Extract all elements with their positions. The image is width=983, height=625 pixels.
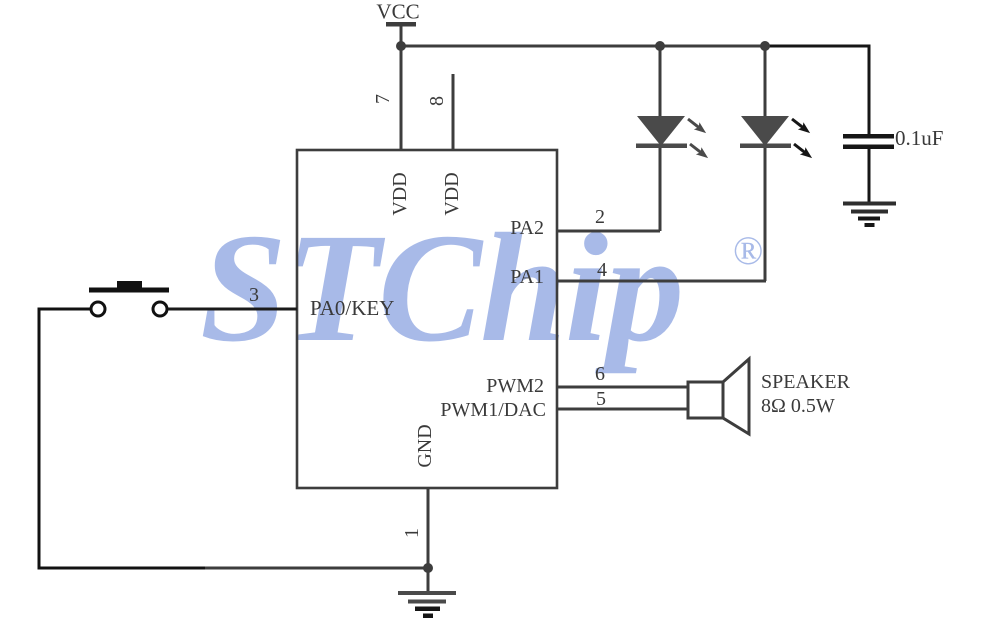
led2	[740, 46, 813, 281]
ic-pin-name-pa1: PA1	[510, 266, 544, 288]
ic-pin-name-vdd2: VDD	[441, 172, 463, 216]
ic-pin-name-gnd: GND	[414, 424, 436, 468]
capacitor-value-label: 0.1uF	[895, 126, 944, 150]
led1-emission-arrow-icon	[689, 142, 709, 159]
pin1-number: 1	[401, 528, 423, 538]
ic-pin-name-pa2: PA2	[510, 217, 544, 239]
ic-pin-name-pwm2: PWM2	[486, 375, 544, 397]
button-ground-loop-wire	[37, 307, 207, 570]
junction-dot	[760, 41, 770, 51]
pin4-number: 4	[597, 259, 607, 281]
led2-emission-arrow-icon	[791, 117, 811, 134]
stchip-watermark: STChip	[200, 201, 684, 374]
speaker-label: SPEAKER	[761, 371, 850, 393]
power-rail-wire-right	[763, 44, 871, 136]
pin5-number: 5	[596, 388, 606, 410]
pin8-number: 8	[426, 96, 448, 106]
ic-pin-name-pa0key: PA0/KEY	[310, 296, 395, 320]
ic-pin-name-vdd1: VDD	[389, 172, 411, 216]
capacitor-symbol	[843, 134, 894, 203]
push-button	[89, 281, 169, 318]
led2-emission-arrow-icon	[793, 142, 813, 159]
ic-pin-name-pwm1dac: PWM1/DAC	[440, 399, 546, 421]
speaker-rating-label: 8Ω 0.5W	[761, 395, 835, 417]
pin7-number: 7	[372, 94, 394, 104]
pin3-number: 3	[249, 284, 259, 306]
capacitor-ground-icon	[843, 201, 896, 227]
main-ground-icon	[398, 591, 456, 618]
registered-trademark-icon: ®	[733, 228, 764, 273]
vcc-label: VCC	[376, 0, 420, 24]
junction-dot	[396, 41, 406, 51]
junction-dot	[423, 563, 433, 573]
junction-dot	[655, 41, 665, 51]
pin6-number: 6	[595, 363, 605, 385]
led1-emission-arrow-icon	[687, 117, 707, 134]
pin2-number: 2	[595, 206, 605, 228]
led1	[636, 46, 709, 231]
speaker-symbol	[686, 355, 751, 437]
